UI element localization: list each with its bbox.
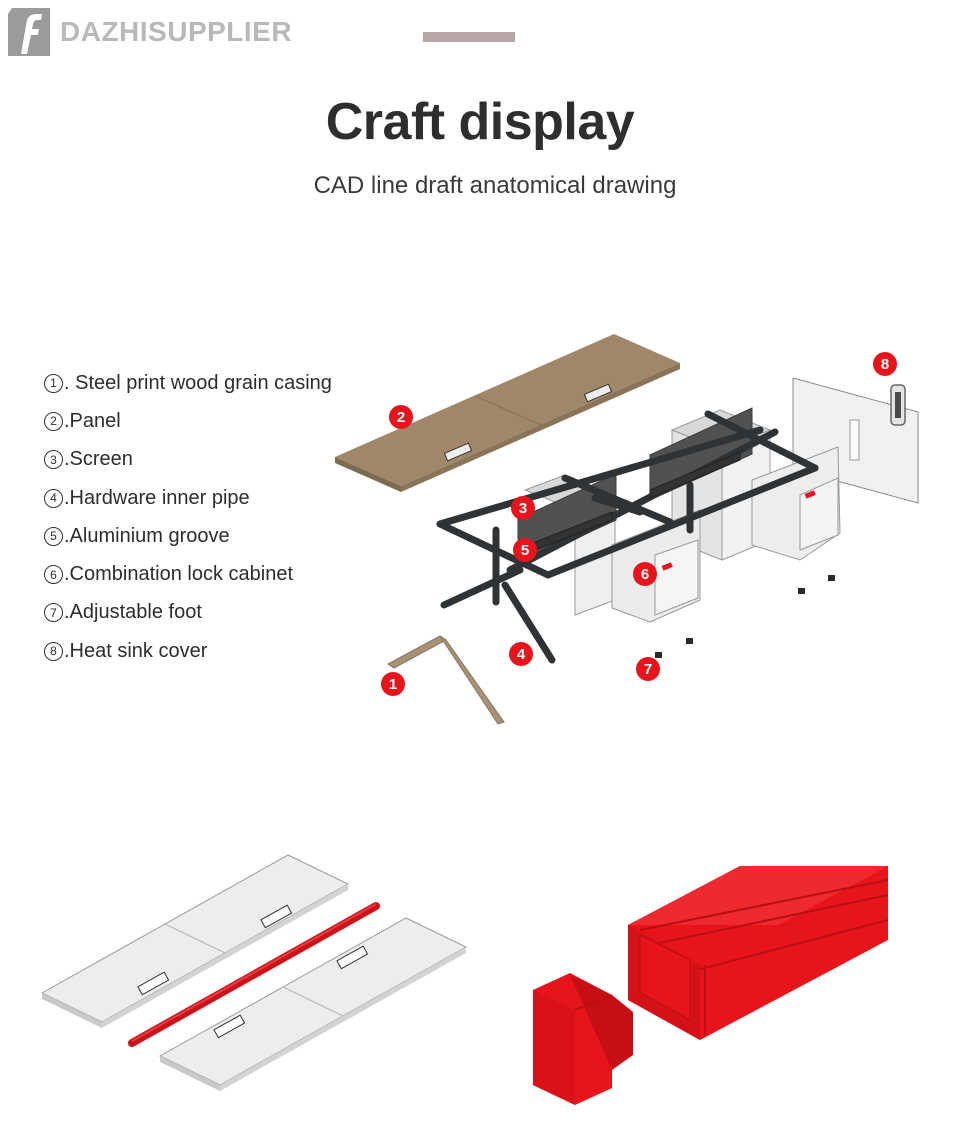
wood-desktop-panel — [335, 334, 680, 492]
legend-number: 5 — [44, 526, 63, 546]
badge-1: 1 — [381, 672, 405, 696]
svg-text:8: 8 — [881, 356, 889, 373]
badge-7: 7 — [636, 657, 660, 681]
badge-8: 8 — [873, 352, 897, 376]
brand-name: DAZHISUPPLIER — [60, 16, 293, 47]
svg-text:5: 5 — [521, 542, 529, 559]
badge-6: 6 — [633, 562, 657, 586]
logo-mark-icon — [8, 8, 50, 56]
legend-label: .Screen — [64, 448, 133, 471]
page-title: Craft display — [325, 93, 635, 151]
legend-item: 1. Steel print wood grain casing — [44, 364, 332, 402]
svg-text:3: 3 — [519, 500, 527, 517]
screen-right — [649, 407, 753, 501]
legend-number: 7 — [44, 603, 63, 623]
legend-number: 1 — [44, 373, 63, 393]
svg-text:1: 1 — [389, 676, 397, 693]
legend-item: 7.Adjustable foot — [44, 594, 332, 632]
accent-bar — [423, 32, 515, 42]
legend-number: 2 — [44, 411, 63, 431]
legend-item: 4.Hardware inner pipe — [44, 479, 332, 517]
legend-item: 8.Heat sink cover — [44, 632, 332, 670]
badge-2: 2 — [389, 405, 413, 429]
page-subtitle: CAD line draft anatomical drawing — [313, 172, 677, 199]
badge-3: 3 — [511, 496, 535, 520]
legend-label: .Combination lock cabinet — [64, 563, 294, 586]
legend-label: .Hardware inner pipe — [64, 486, 250, 509]
legend-item: 5.Aluminium groove — [44, 517, 332, 555]
legend-label: .Aluminium groove — [64, 524, 230, 547]
legend-label: . Steel print wood grain casing — [64, 371, 332, 394]
legend-number: 6 — [44, 565, 63, 585]
legend-number: 8 — [44, 641, 63, 661]
legend-item: 2.Panel — [44, 402, 332, 440]
svg-text:2: 2 — [397, 409, 405, 426]
parts-legend: 1. Steel print wood grain casing 2.Panel… — [44, 364, 332, 670]
legend-label: .Panel — [64, 409, 121, 432]
grey-panels-detail — [40, 854, 468, 1091]
adjustable-feet — [655, 575, 835, 658]
red-rod — [128, 902, 380, 1047]
legend-label: .Heat sink cover — [64, 639, 208, 662]
aluminium-groove — [519, 451, 741, 557]
panel-slot — [849, 419, 860, 461]
legend-number: 4 — [44, 488, 63, 508]
svg-text:6: 6 — [641, 566, 649, 583]
aluminium-profile-detail — [533, 866, 889, 1105]
brand-logo: DAZHISUPPLIER — [6, 6, 292, 58]
svg-text:7: 7 — [644, 661, 652, 678]
svg-text:4: 4 — [517, 646, 526, 663]
legend-label: .Adjustable foot — [64, 601, 202, 624]
steel-frame — [436, 410, 819, 664]
badge-4: 4 — [509, 642, 533, 666]
legend-item: 6.Combination lock cabinet — [44, 555, 332, 593]
legend-number: 3 — [44, 450, 63, 470]
wood-casing-piece — [387, 635, 505, 725]
badge-5: 5 — [513, 538, 537, 562]
legend-item: 3.Screen — [44, 441, 332, 479]
